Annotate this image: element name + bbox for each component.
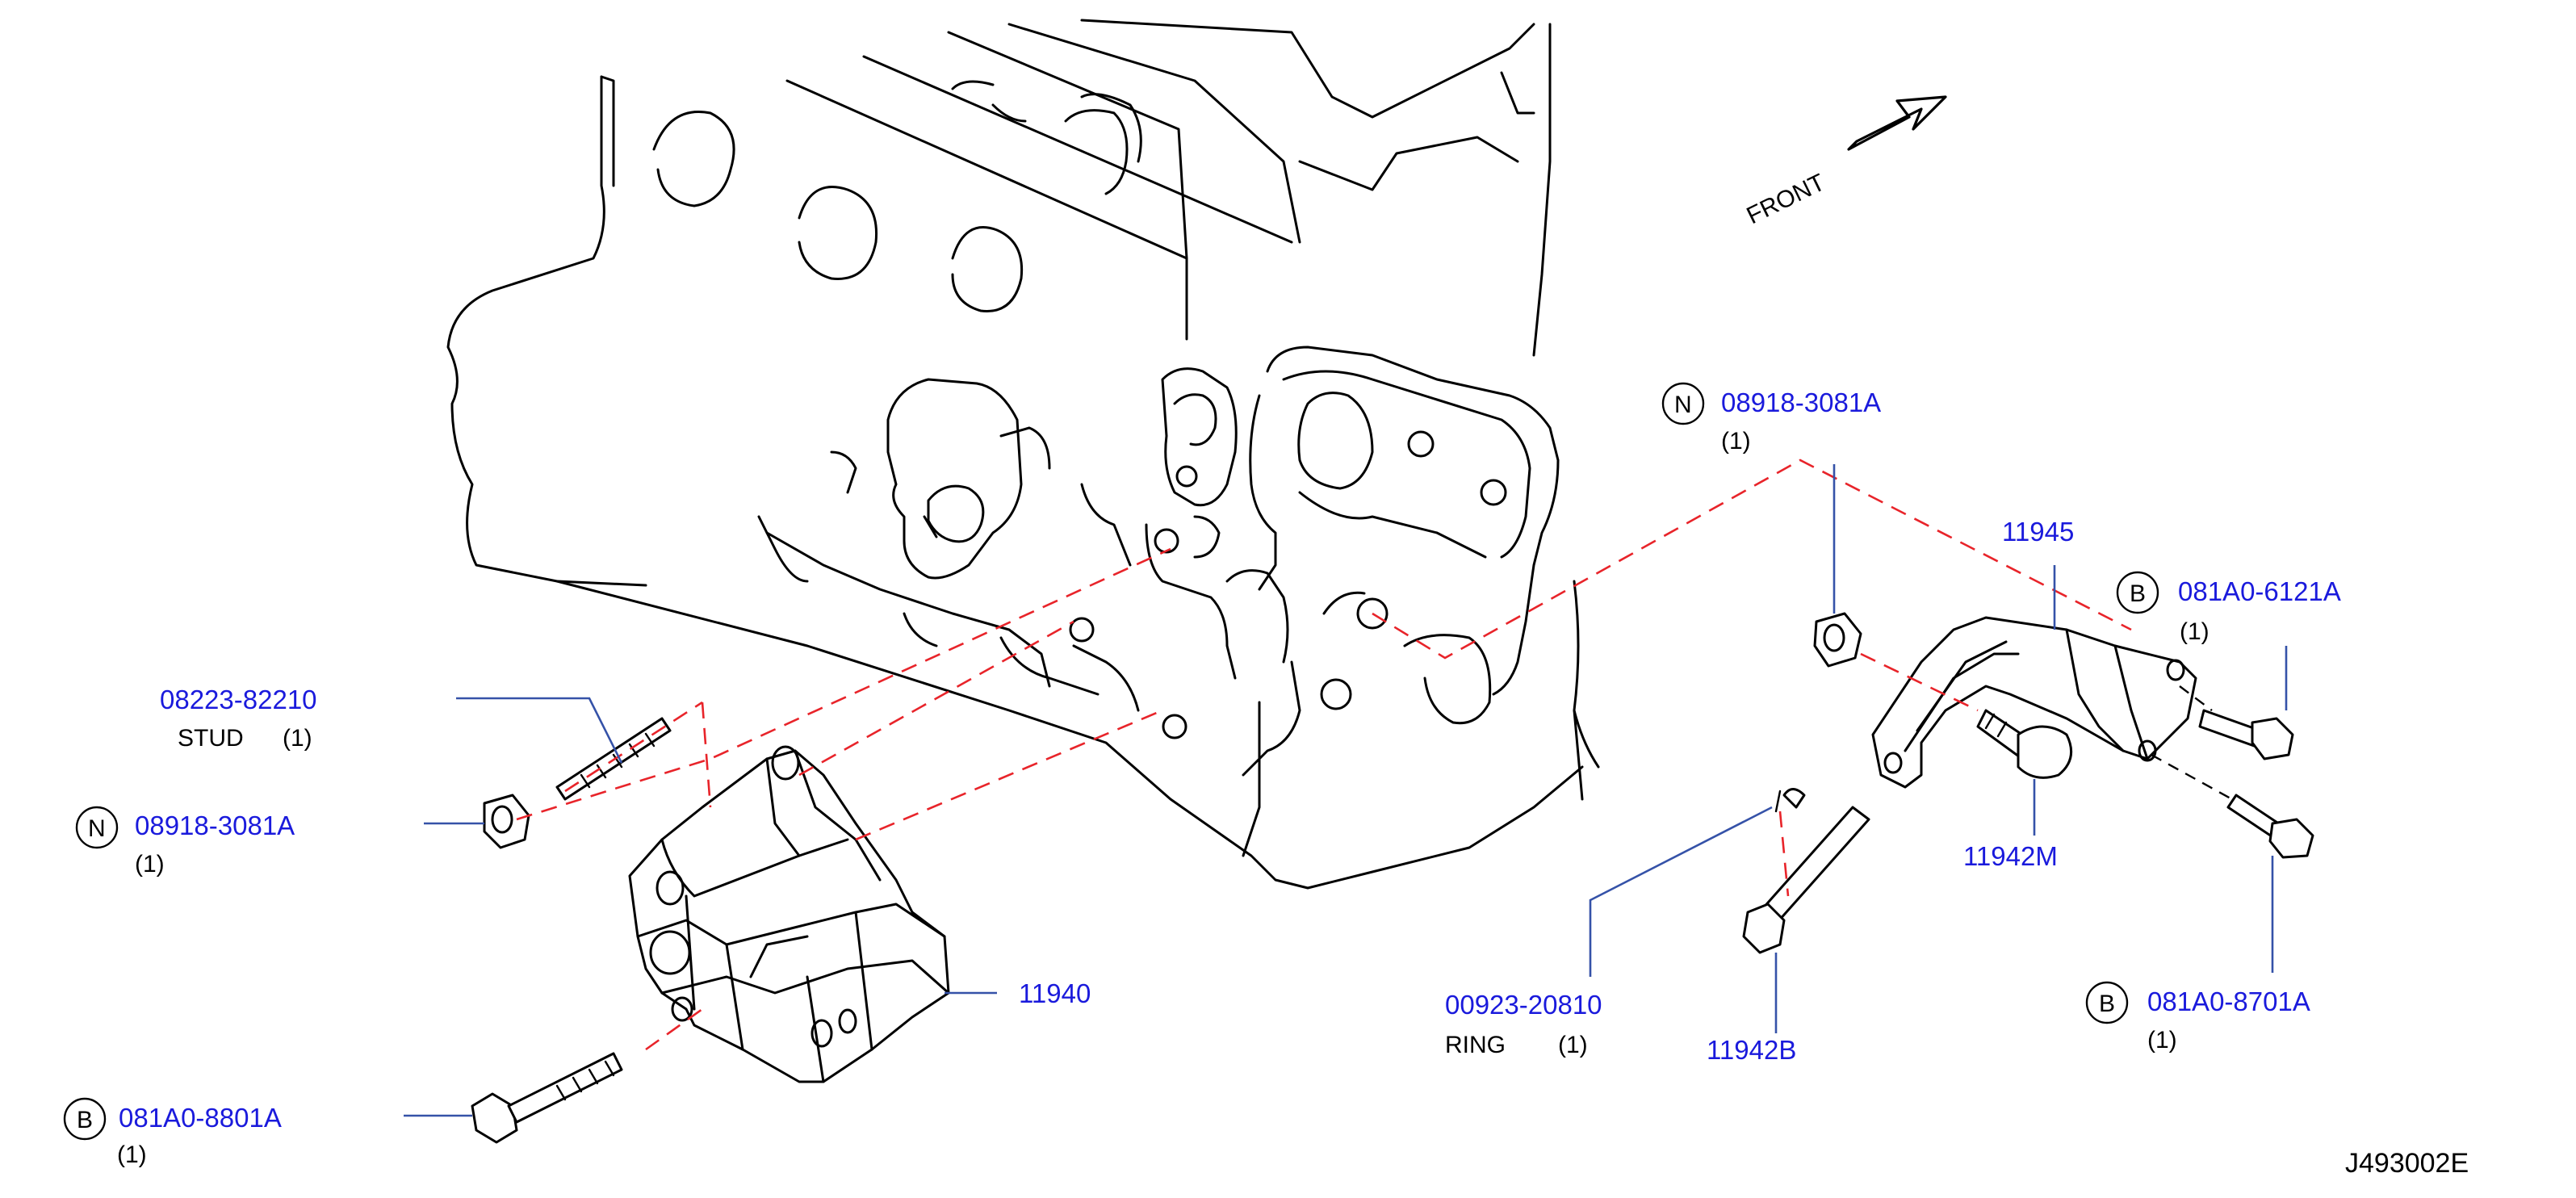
- badge-bolt-lower: [2085, 981, 2129, 1024]
- bolt-lower-drawing: [2226, 794, 2314, 859]
- callout-bolt-lower-part: 081A0-8701A: [2147, 986, 2310, 1016]
- callout-nut-right-badge: N: [1674, 392, 1692, 418]
- badge-nut-left: [75, 806, 119, 849]
- callout-bolt-upper-qty: (1): [2180, 618, 2209, 645]
- drawing-code: J493002E: [2345, 1148, 2469, 1179]
- callout-nut-left-part: 08918-3081A: [135, 811, 295, 840]
- callout-ring-desc: RING: [1445, 1032, 1506, 1058]
- callout-bolt-left-part: 081A0-8801A: [119, 1103, 282, 1133]
- callout-pivot-stud-part: 11942M: [1963, 841, 2058, 871]
- callout-nut-left-qty: (1): [135, 851, 165, 878]
- callout-ring-part: 00923-20810: [1445, 990, 1602, 1020]
- bolt-upper-drawing: [2198, 709, 2294, 760]
- callout-bracket-main-part: 11940: [1019, 978, 1091, 1008]
- callout-stud-desc: STUD: [178, 725, 244, 752]
- callout-bolt-upper-badge: B: [2130, 580, 2146, 607]
- callout-ring-qty: (1): [1558, 1032, 1588, 1058]
- callout-nut-right-qty: (1): [1721, 428, 1751, 454]
- ring-drawing: [1774, 788, 1806, 813]
- callout-bracket-upper-part: 11945: [2002, 517, 2074, 547]
- hollow-arrow-icon: [1847, 95, 1947, 151]
- upper-bracket-drawing: [1871, 616, 2197, 789]
- leader-lines: [404, 464, 2288, 1117]
- main-bracket-drawing: [628, 745, 950, 1083]
- callout-bolt-lower-qty: (1): [2147, 1027, 2177, 1053]
- pivot-bolt-drawing: [1742, 806, 1870, 954]
- front-label: FRONT: [1743, 169, 1829, 229]
- nut-left-drawing: [483, 794, 530, 849]
- callout-bolt-upper-part: 081A0-6121A: [2178, 576, 2341, 606]
- badge-bolt-left: [63, 1097, 107, 1141]
- engine-block-drawing: [446, 19, 1600, 890]
- callout-pivot-bolt-part: 11942B: [1707, 1035, 1796, 1065]
- callout-bolt-left-qty: (1): [117, 1141, 147, 1168]
- front-orientation-indicator: FRONT: [1743, 95, 1947, 229]
- callout-bolt-lower-badge: B: [2099, 991, 2115, 1017]
- callout-bolt-left-badge: B: [77, 1107, 93, 1133]
- nut-right-drawing: [1813, 612, 1862, 668]
- bolt-left-drawing: [471, 1052, 623, 1144]
- assembly-guide-lines: [516, 459, 2233, 1051]
- callout-nut-left-badge: N: [88, 815, 106, 842]
- badge-bolt-upper: [2116, 571, 2159, 614]
- pivot-stud-drawing: [1976, 709, 2073, 779]
- badge-nut-right: [1661, 382, 1705, 425]
- callout-stud-part: 08223-82210: [160, 685, 317, 714]
- callout-stud-qty: (1): [283, 725, 312, 752]
- callout-nut-right-part: 08918-3081A: [1721, 387, 1881, 417]
